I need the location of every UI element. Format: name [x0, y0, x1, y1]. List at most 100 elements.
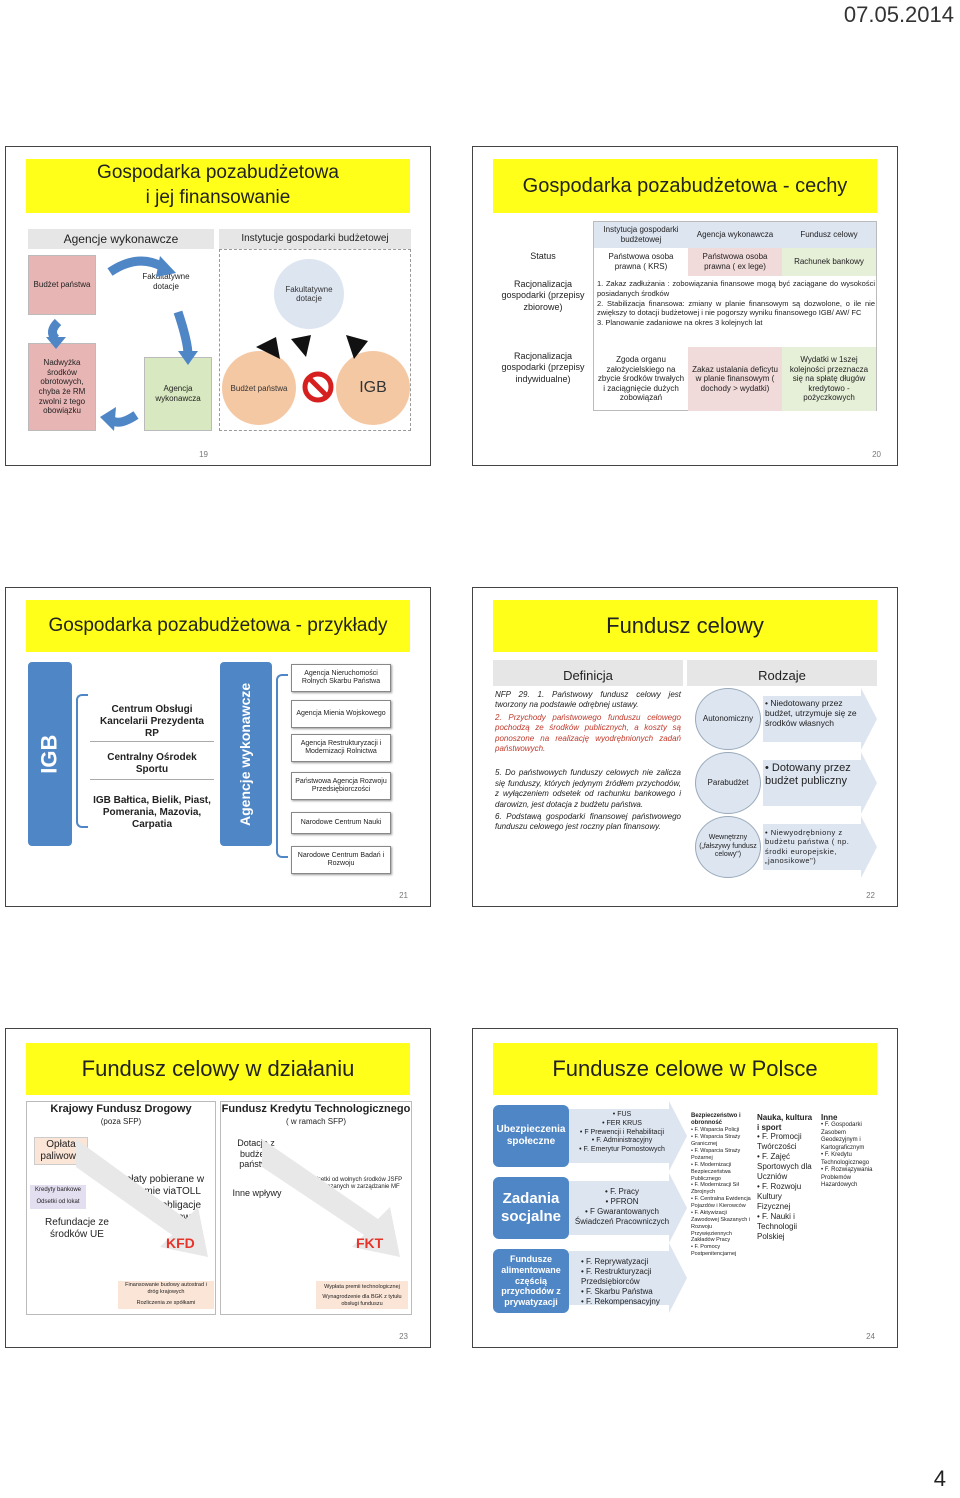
rozliczenia-note: Rozliczenia ze spółkami: [118, 1297, 214, 1309]
indyw-fundusz: Wydatki w 1szej kolejności przeznacza si…: [782, 347, 876, 411]
list-item: F. Nauki i Technologii Polskiej: [757, 1212, 815, 1242]
fakultatywne-dotacje-circle: Fakultatywne dotacje: [274, 259, 344, 329]
slide-19: Gospodarka pozabudżetowa i jej finansowa…: [5, 146, 431, 466]
agency-item: Agencja Nieruchomości Rolnych Skarbu Pań…: [291, 664, 391, 692]
arrow-right-head: [178, 351, 198, 365]
list-item: F. Rekompensacyjny: [581, 1297, 677, 1307]
row-label-status: Status: [530, 251, 556, 261]
list-ubezpieczenia: FUS FER KRUS F Prewencji i Rehabilitacji…: [573, 1111, 671, 1155]
list-item: F Gwarantowanych Świadczeń Pracowniczych: [573, 1207, 671, 1227]
status-agencja: Państwowa osoba prawna ( ex lege): [688, 248, 782, 276]
column-inne: Inne F. Gospodarki Zasobem Geodezyjnym i…: [821, 1113, 879, 1190]
title-line-1: Gospodarka pozabudżetowa: [97, 162, 339, 184]
slide-number: 22: [866, 891, 875, 900]
rodzaje-header: Rodzaje: [687, 660, 877, 686]
list-item: F. Rozwoju Kultury Fizycznej: [757, 1182, 815, 1212]
slide-number: 23: [399, 1332, 408, 1341]
list-item: F. Reprywatyzacji: [581, 1257, 677, 1267]
slide-title: Fundusze celowe w Polsce: [493, 1043, 877, 1095]
agencje-bracket: [276, 674, 288, 858]
igb-bracket: [76, 694, 88, 828]
column-heading: Nauka, kultura i sport: [757, 1113, 813, 1132]
agencje-vertical-label: Agencje wykonawcze: [220, 662, 272, 846]
zadania-socjalne-box: Zadania socjalne: [493, 1177, 569, 1239]
list-item: F. Centralna Ewidencja Pojazdów i Kierow…: [691, 1196, 751, 1210]
arrow-left-head: [46, 337, 66, 349]
igb-item-1: Centrum Obsługi Kancelarii Prezydenta RP: [90, 702, 214, 742]
list-item: PFRON: [573, 1197, 671, 1207]
agency-item: Narodowe Centrum Nauki: [291, 812, 391, 834]
title-line-2: i jej finansowanie: [145, 187, 291, 208]
list-item: F. Wsparcia Straży Granicznej: [691, 1134, 751, 1148]
rodzaje-arrows: [763, 688, 877, 878]
rodzaj-1-text: Niedotowany przez budżet, utrzymuje się …: [765, 698, 857, 729]
status-fundusz: Rachunek bankowy: [782, 248, 876, 276]
autonomiczny-circle: Autonomiczny: [695, 688, 761, 750]
page-number: 4: [933, 1466, 946, 1491]
list-item: F. Zajęć Sportowych dla Uczniów: [757, 1152, 815, 1182]
slide-title: Gospodarka pozabudżetowa - cechy: [493, 159, 877, 213]
def-5: 5. Do państwowych funduszy celowych nie …: [495, 768, 681, 809]
finansowanie-note: Finansowanie budowy autostrad i dróg kra…: [118, 1281, 214, 1297]
list-item: F. Administracyjny: [573, 1137, 671, 1146]
def-1: NFP 29. 1. Państwowy fundusz celowy jest…: [495, 690, 681, 710]
rodzaj-1: • Niedotowany przez budżet, utrzymuje si…: [765, 698, 857, 729]
arrow-shape-2: [291, 335, 311, 357]
arrow-shape-1: [256, 337, 280, 359]
kfd-panel: [26, 1101, 216, 1315]
list-item: F. Skarbu Państwa: [581, 1287, 677, 1297]
row-label-indywidualne: Racjonalizacja gospodarki (przepisy indy…: [501, 351, 585, 384]
list-item: F. Aktywizacji Zawodowej Skazanych i Roz…: [691, 1210, 751, 1244]
slide-21: Gospodarka pozabudżetowa - przykłady IGB…: [5, 587, 431, 907]
fkt-subheading: ( w ramach SFP): [285, 1117, 346, 1126]
slide-title: Gospodarka pozabudżetowa i jej finansowa…: [26, 159, 410, 213]
agencje-text: Agencje wykonawcze: [237, 682, 254, 826]
list-item: F Prewencji i Rehabilitacji: [573, 1129, 671, 1138]
budzet-panstwa-box: Budżet państwa: [28, 255, 96, 315]
nadwyzka-box: Nadwyżka środków obrotowych, chyba że RM…: [28, 343, 96, 431]
rodzaj-2: • Dotowany przez budżet publiczny: [765, 762, 851, 788]
header-fundusz: Fundusz celowy: [782, 222, 876, 248]
column-bezpieczenstwo: Bezpieczeństwo i obronność F. Wsparcia P…: [691, 1113, 751, 1258]
prywatyzacja-box: Fundusze alimentowane częścią przychodów…: [493, 1249, 569, 1313]
slide-number: 20: [872, 450, 881, 459]
slide-20: Gospodarka pozabudżetowa - cechy Status …: [472, 146, 898, 466]
list-item: F. Pracy: [573, 1187, 671, 1197]
kfd-heading: Krajowy Fundusz Drogowy: [50, 1103, 192, 1115]
kfd-arrow: [76, 1139, 208, 1257]
arrow-shape: [763, 816, 877, 878]
list-item: F. Wsparcia Policji: [691, 1127, 751, 1134]
indyw-agencja: Zakaz ustalania deficytu w planie finans…: [688, 347, 782, 411]
arrow-shape: [763, 688, 877, 750]
list-prywatyzacja: F. Reprywatyzacji F. Restrukturyzacji Pr…: [581, 1257, 677, 1307]
column-header-left: Agencje wykonawcze: [28, 229, 214, 249]
column-nauka: Nauka, kultura i sport F. Promocji Twórc…: [757, 1113, 815, 1242]
zbiorowe-item: 3. Planowanie zadaniowe na okres 3 kolej…: [597, 318, 763, 327]
list-item: F. Gospodarki Zasobem Geodezyjnym i Kart…: [821, 1122, 879, 1152]
agency-item: Agencja Mienia Wojskowego: [291, 700, 391, 728]
refundacje-ue: Refundacje ze środków UE: [45, 1217, 109, 1240]
igb-item-2: Centralny Ośrodek Sportu: [90, 748, 214, 780]
list-socjalne: F. Pracy PFRON F Gwarantowanych Świadcze…: [573, 1187, 671, 1227]
cycle-arrows: [46, 256, 198, 431]
column-heading: Inne: [821, 1113, 838, 1122]
zbiorowe-item: 1. Zakaz zadłużania : zobowiązania finan…: [597, 279, 875, 298]
arrow-top-head: [156, 256, 176, 277]
row-label-zbiorowe: Racjonalizacja gospodarki (przepisy zbio…: [501, 279, 585, 312]
ubezpieczenia-box: Ubezpieczenia społeczne: [493, 1105, 569, 1167]
fkt-arrow: [262, 1139, 400, 1257]
slide-24: Fundusze celowe w Polsce Ubezpieczenia s…: [472, 1028, 898, 1348]
wyplata-premii: Wypłata premii technologicznej: [316, 1281, 408, 1293]
column-list: F. Promocji Twórczości F. Zajęć Sportowy…: [757, 1132, 815, 1242]
slide-22: Fundusz celowy Definicja Rodzaje NFP 29.…: [472, 587, 898, 907]
definition-text: NFP 29. 1. Państwowy fundusz celowy jest…: [495, 690, 681, 833]
parabudzet-circle: Parabudżet: [695, 752, 761, 814]
igb-item-3: IGB Bałtica, Bielik, Piast, Pomerania, M…: [93, 795, 211, 830]
igb-text: IGB: [36, 734, 62, 774]
budzet-panstwa-circle: Budżet państwa: [222, 351, 296, 425]
slide-title: Fundusz celowy: [493, 600, 877, 652]
inne-wplywy: Inne wpływy: [232, 1187, 282, 1198]
agency-item: Agencja Restrukturyzacji i Modernizacji …: [291, 734, 391, 762]
zbiorowe-list: 1. Zakaz zadłużania : zobowiązania finan…: [597, 279, 875, 328]
kfd-label: KFD: [166, 1235, 195, 1251]
